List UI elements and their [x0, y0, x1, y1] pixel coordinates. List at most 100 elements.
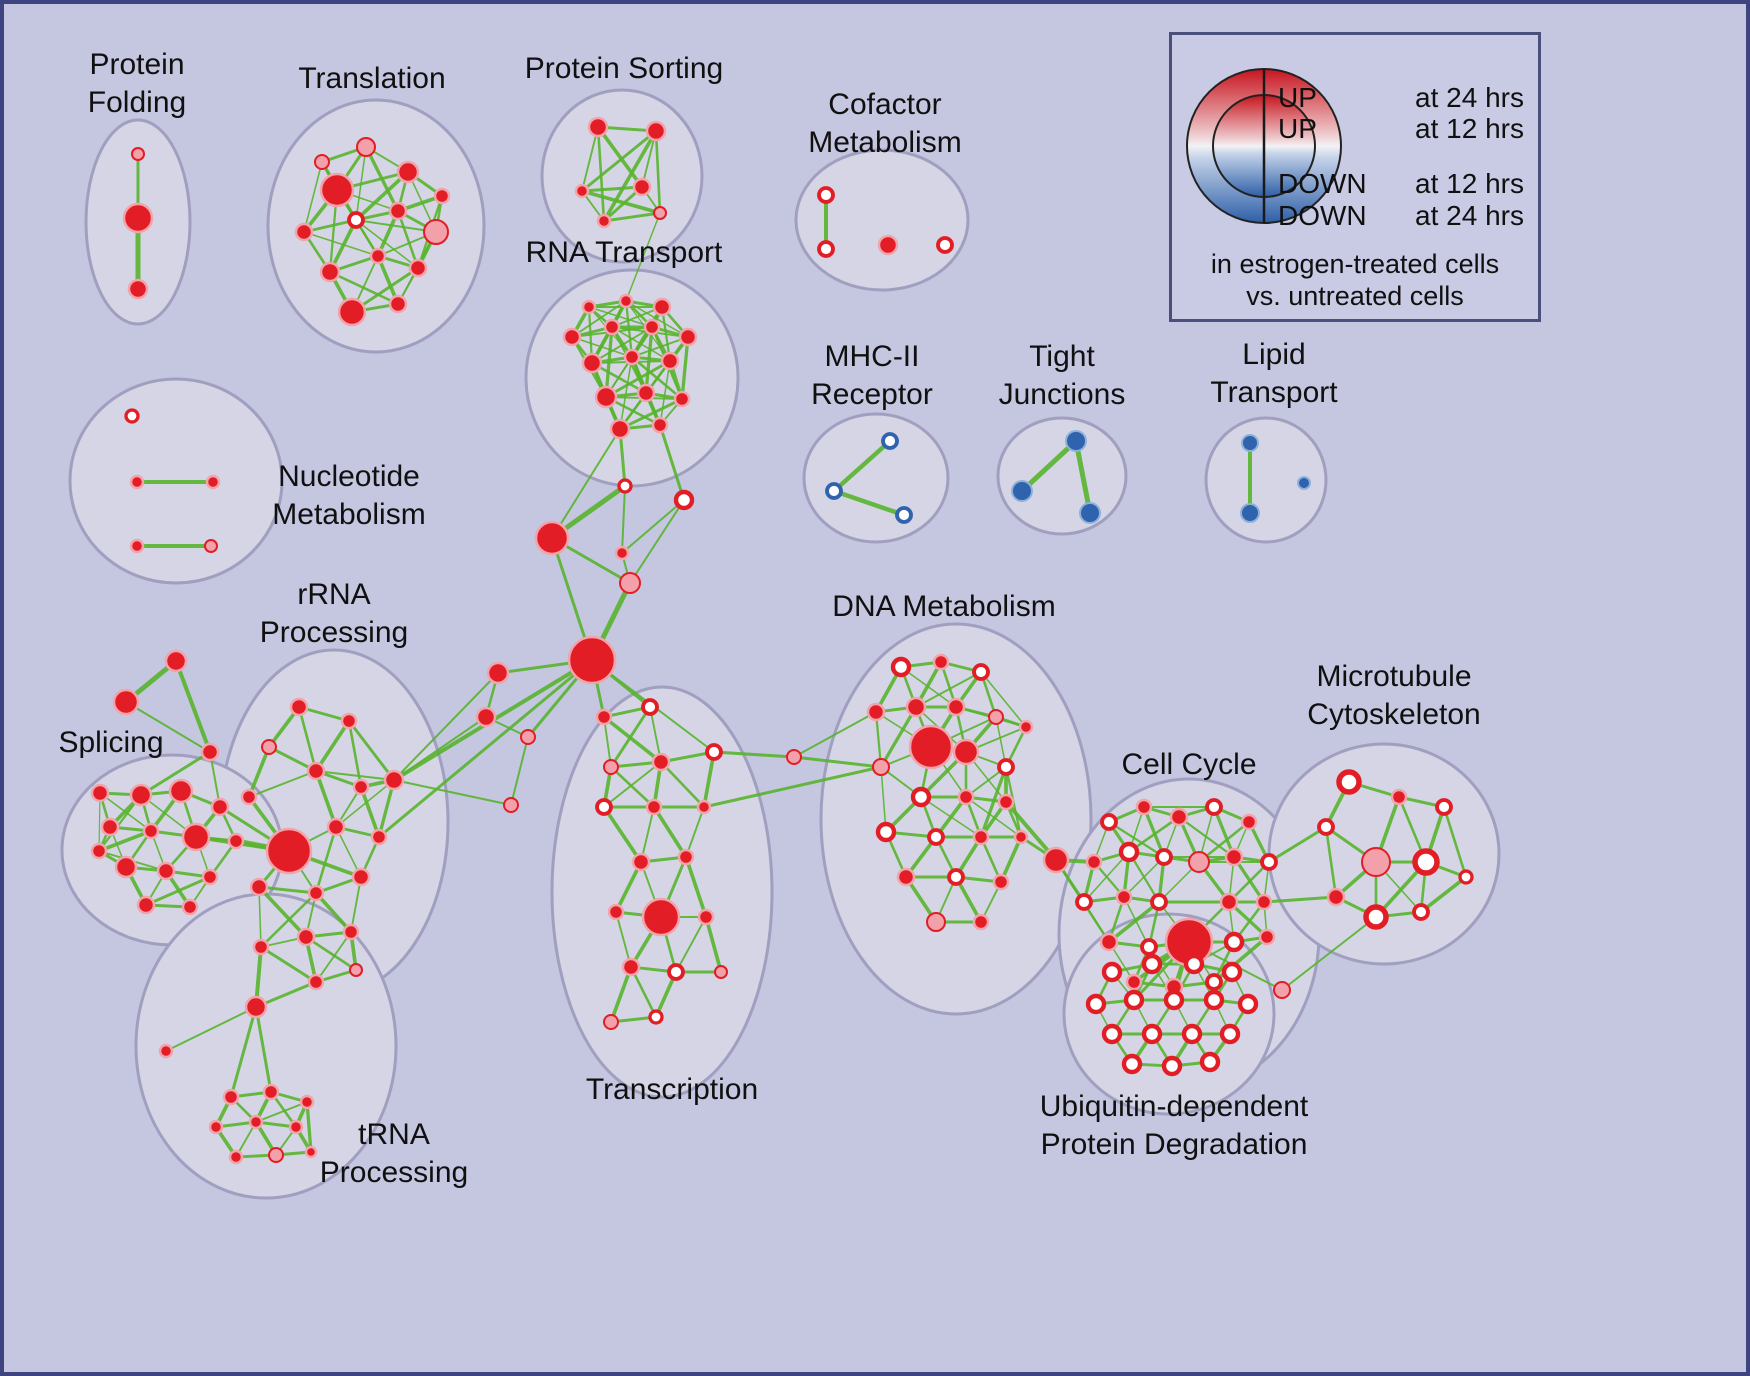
- network-node-ubiquitin-degradation: [1101, 1023, 1123, 1045]
- network-node-translation: [396, 160, 420, 184]
- network-node-dna-metabolism: [875, 821, 897, 843]
- network-node-rrna-processing: [296, 927, 316, 947]
- network-node-dna-metabolism: [872, 758, 890, 776]
- network-node-cell-cycle: [1205, 798, 1223, 816]
- network-edge: [591, 326, 653, 364]
- cluster-ellipse-mhc-ii-receptor: [802, 412, 950, 544]
- cluster-label-tight-junctions: Junctions: [999, 378, 1126, 411]
- network-node-backbone: [567, 635, 617, 685]
- network-node-ubiquitin-degradation: [1161, 1055, 1183, 1077]
- network-node-cell-cycle: [1255, 893, 1273, 911]
- network-node-cell-cycle: [1258, 928, 1276, 946]
- network-node-trna-processing: [228, 1149, 244, 1165]
- network-node-rrna-processing: [289, 697, 309, 717]
- network-node-splicing: [129, 783, 153, 807]
- network-node-splicing: [227, 832, 245, 850]
- cluster-label-cofactor-metabolism: Metabolism: [808, 126, 961, 159]
- network-node-dna-metabolism: [866, 702, 886, 722]
- cluster-label-protein-sorting: Protein Sorting: [525, 52, 723, 85]
- network-edge: [793, 711, 877, 758]
- network-edge: [97, 829, 153, 853]
- network-edge: [254, 1005, 273, 1094]
- network-node-transcription: [697, 908, 715, 926]
- network-node-rrna-processing: [326, 817, 346, 837]
- network-edge: [314, 719, 351, 773]
- network-edge: [209, 751, 221, 808]
- nodes-layer: [90, 116, 1474, 1165]
- network-node-dna-metabolism: [890, 656, 912, 678]
- network-node-dna-metabolism: [932, 653, 950, 671]
- network-edge: [629, 965, 658, 1019]
- network-node-cell-cycle: [1135, 798, 1153, 816]
- network-edge: [144, 875, 212, 907]
- network-node-dna-metabolism: [946, 697, 966, 717]
- network-node-backbone: [1042, 846, 1070, 874]
- network-edge: [259, 891, 318, 949]
- network-node-dna-metabolism: [947, 868, 965, 886]
- network-edge: [581, 126, 599, 192]
- network-node-splicing: [181, 898, 199, 916]
- network-edge: [980, 671, 1027, 728]
- network-node-nucleotide-metabolism: [204, 539, 218, 553]
- network-edge: [1142, 805, 1166, 859]
- network-node-protein-folding: [127, 278, 149, 300]
- network-edge: [792, 755, 883, 769]
- network-node-translation: [423, 219, 449, 245]
- network-edge: [315, 770, 395, 781]
- network-node-rna-transport: [562, 327, 582, 347]
- cluster-label-rrna-processing: rRNA: [297, 578, 370, 611]
- network-node-trna-processing: [304, 1145, 318, 1159]
- cluster-label-mhc-ii-receptor: MHC-II: [825, 340, 920, 373]
- network-edge: [702, 765, 883, 809]
- network-node-tight-junctions: [1079, 502, 1101, 524]
- network-node-dna-metabolism: [927, 828, 945, 846]
- network-node-lipid-transport: [1240, 503, 1260, 523]
- network-node-protein-sorting: [587, 116, 609, 138]
- legend-down-24-time: at 24 hrs: [1415, 200, 1524, 231]
- legend-up-12-time: at 12 hrs: [1415, 113, 1524, 144]
- network-node-transcription: [677, 848, 695, 866]
- network-node-backbone: [486, 661, 510, 685]
- legend-down-24-dir: DOWN: [1278, 200, 1367, 231]
- network-edge: [1262, 895, 1338, 904]
- cluster-label-splicing: Splicing: [58, 726, 163, 759]
- network-edge: [831, 438, 893, 494]
- network-edge: [880, 766, 887, 833]
- network-node-microtubule-cytoskeleton: [1412, 903, 1430, 921]
- network-node-rrna-processing: [265, 827, 313, 875]
- cluster-label-nucleotide-metabolism: Nucleotide: [278, 460, 420, 493]
- network-node-rrna-processing: [370, 828, 388, 846]
- network-node-ubiquitin-degradation: [1199, 1051, 1221, 1073]
- network-edge: [1107, 900, 1161, 944]
- cluster-label-microtubule-cytoskeleton: Cytoskeleton: [1307, 698, 1480, 731]
- network-node-trna-processing: [268, 1147, 284, 1163]
- network-edge: [347, 719, 396, 782]
- network-node-ubiquitin-degradation: [1141, 953, 1163, 975]
- network-edge: [685, 806, 705, 858]
- network-node-translation: [337, 297, 367, 327]
- network-edge: [712, 750, 796, 759]
- network-node-cell-cycle: [1125, 973, 1143, 991]
- network-node-rrna-processing: [349, 963, 363, 977]
- cluster-label-mhc-ii-receptor: Receptor: [811, 378, 933, 411]
- network-node-dna-metabolism: [952, 738, 980, 766]
- network-node-translation: [294, 222, 314, 242]
- cluster-ellipse-cofactor-metabolism: [794, 148, 970, 292]
- network-edge: [659, 760, 706, 809]
- network-node-rna-transport: [609, 418, 631, 440]
- cluster-ellipse-tight-junctions: [996, 416, 1128, 536]
- network-edge: [604, 359, 672, 399]
- network-edge: [615, 911, 632, 968]
- network-edge: [652, 805, 688, 859]
- legend-up-24-time: at 24 hrs: [1415, 82, 1524, 113]
- network-node-backbone: [164, 649, 188, 673]
- cluster-label-tight-junctions: Tight: [1029, 340, 1095, 373]
- network-node-cofactor-metabolism: [817, 240, 835, 258]
- network-edge: [303, 231, 379, 257]
- network-edge: [248, 770, 317, 798]
- network-node-rrna-processing: [240, 788, 258, 806]
- cluster-ellipse-transcription: [550, 685, 774, 1099]
- network-node-trna-processing: [158, 1043, 174, 1059]
- network-edge: [1083, 851, 1130, 903]
- network-node-rrna-processing: [249, 877, 269, 897]
